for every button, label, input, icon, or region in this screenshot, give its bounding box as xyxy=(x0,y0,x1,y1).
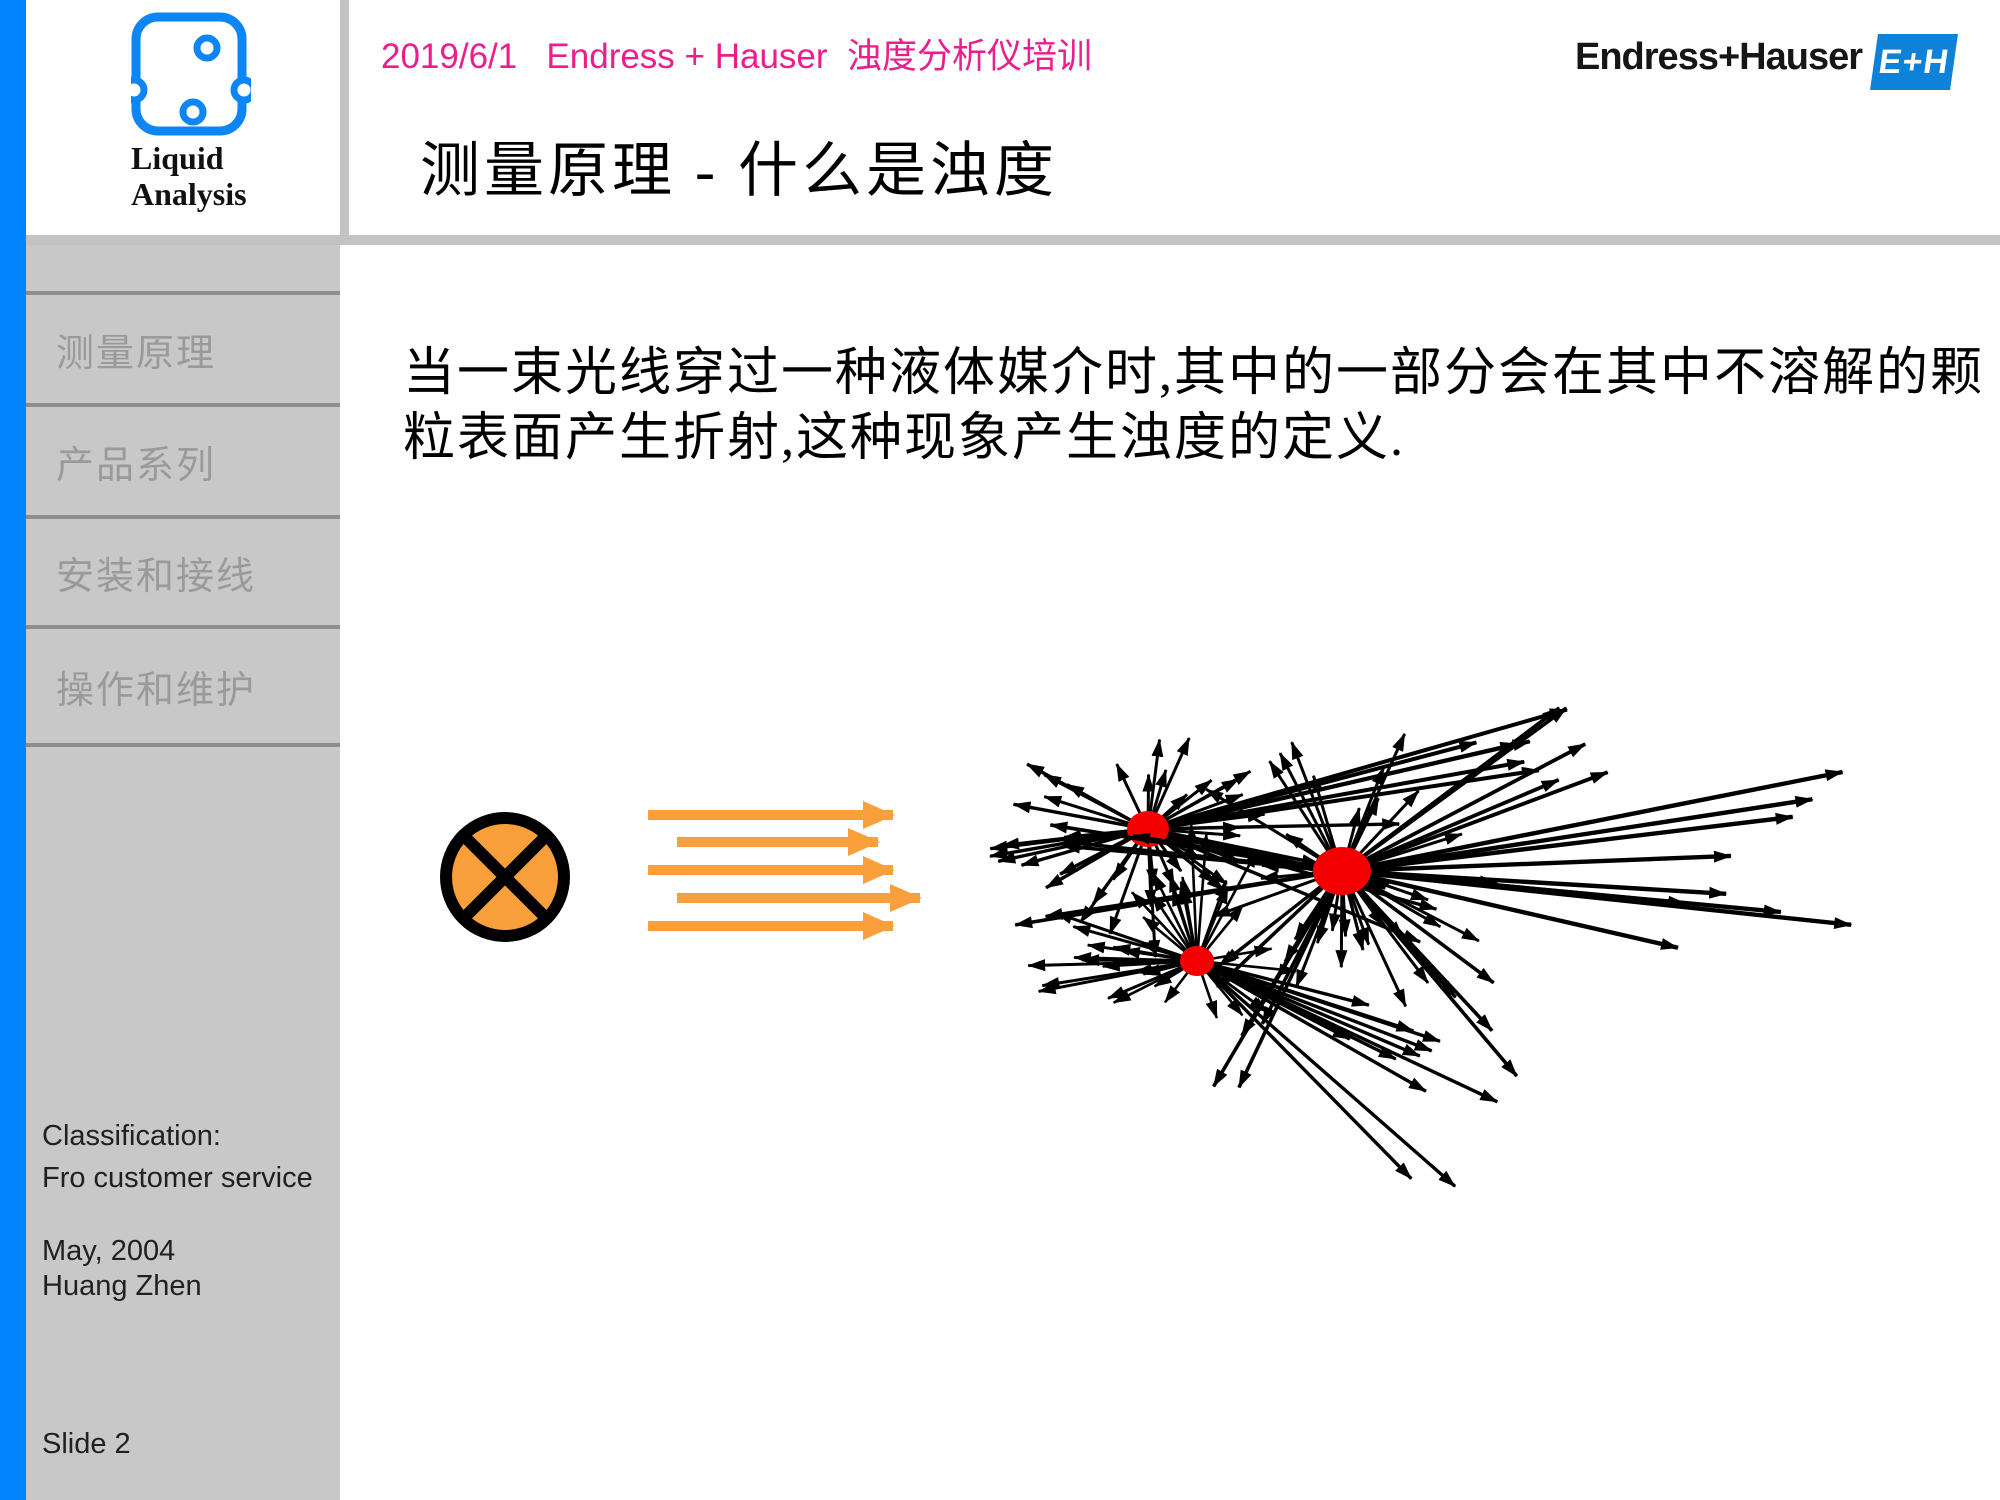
slide-title: 测量原理 - 什么是浊度 xyxy=(420,138,1058,204)
logo-line-analysis: Analysis xyxy=(131,176,247,212)
sidebar-item-label: 产品系列 xyxy=(56,444,217,487)
sidebar-item-operation-maintenance[interactable]: 操作和维护 xyxy=(26,625,340,743)
liquid-analysis-label: Liquid Analysis xyxy=(131,140,247,212)
footer-date: May, 2004 xyxy=(42,1235,176,1267)
sidebar-item-installation-wiring[interactable]: 安装和接线 xyxy=(26,515,340,625)
footer-author: Huang Zhen xyxy=(42,1270,202,1302)
sidebar-spacer xyxy=(26,245,340,291)
sidebar-item-measuring-principle[interactable]: 测量原理 xyxy=(26,291,340,403)
liquid-analysis-logo: Liquid Analysis xyxy=(26,0,340,235)
vertical-divider xyxy=(340,0,349,245)
classification-value: Fro customer service xyxy=(42,1162,313,1194)
body-paragraph: 当一束光线穿过一种液体媒介时,其中的一部分会在其中不溶解的颗粒表面产生折射,这种… xyxy=(403,345,1985,467)
scattering-particles xyxy=(989,706,1853,1188)
header-divider-bar xyxy=(26,235,2000,245)
sidebar-item-product-series[interactable]: 产品系列 xyxy=(26,403,340,515)
light-source-symbol xyxy=(440,812,570,942)
endress-hauser-wordmark: Endress+Hauser xyxy=(1575,36,1863,78)
endress-hauser-logo: E+H xyxy=(1870,34,1958,90)
left-accent-bar xyxy=(0,0,26,1500)
light-beam-arrows xyxy=(648,801,922,940)
logo-line-liquid: Liquid xyxy=(131,140,224,176)
header-date-line: 2019/6/1 Endress + Hauser 浊度分析仪培训 xyxy=(381,37,1092,76)
slide-content: 当一束光线穿过一种液体媒介时,其中的一部分会在其中不溶解的颗粒表面产生折射,这种… xyxy=(340,245,2000,1500)
classification-label: Classification: xyxy=(42,1120,221,1152)
turbidity-scatter-diagram xyxy=(440,706,1853,1188)
eh-monogram: E+H xyxy=(1876,42,1952,81)
particle-small xyxy=(1027,824,1499,1188)
liquid-analysis-icon xyxy=(131,12,251,136)
slide-number: Slide 2 xyxy=(42,1428,131,1460)
sidebar-item-label: 操作和维护 xyxy=(56,669,257,712)
sidebar-item-label: 安装和接线 xyxy=(56,555,257,598)
sidebar-end-divider xyxy=(26,743,340,747)
sidebar: 测量原理 产品系列 安装和接线 操作和维护 Classification: Fr… xyxy=(26,245,340,1500)
sidebar-item-label: 测量原理 xyxy=(56,332,217,375)
